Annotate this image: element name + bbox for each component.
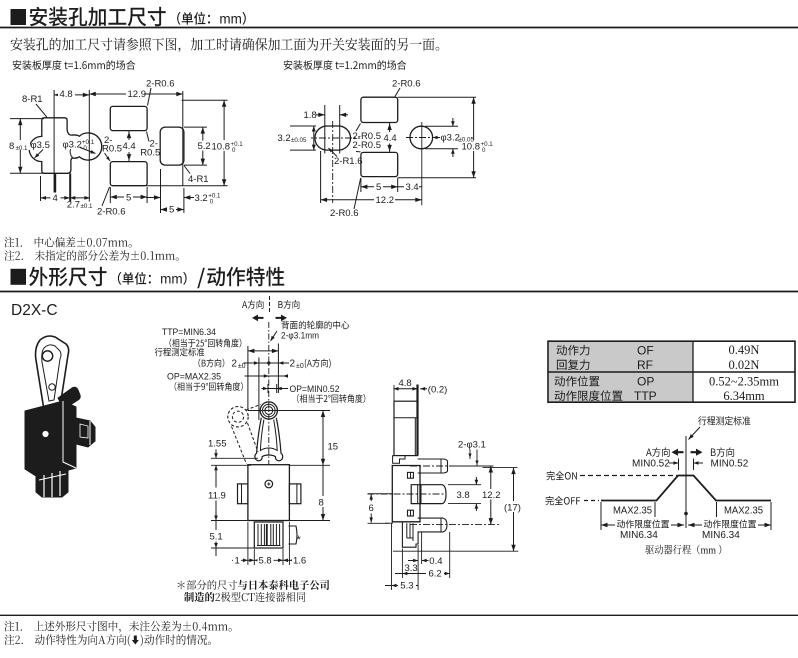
svg-text:1.6: 1.6 [293, 556, 306, 567]
svg-text:6: 6 [369, 503, 374, 514]
svg-text:4-R1: 4-R1 [188, 174, 209, 185]
svg-text:2-R0.6: 2-R0.6 [392, 79, 421, 90]
svg-text:3.2: 3.2 [195, 193, 208, 204]
svg-text:15: 15 [328, 442, 339, 453]
svg-text:12.2: 12.2 [482, 490, 501, 501]
svg-text:MIN6.34: MIN6.34 [702, 530, 740, 541]
svg-text:2-R1.6: 2-R1.6 [334, 156, 363, 167]
svg-text:±0.1: ±0.1 [81, 203, 94, 210]
svg-text:0.49N: 0.49N [729, 343, 760, 357]
svg-text:10.8: 10.8 [212, 142, 231, 153]
svg-text:4.8: 4.8 [399, 378, 412, 389]
svg-text:5: 5 [169, 205, 174, 216]
svg-text:±0.1: ±0.1 [16, 145, 29, 152]
svg-text:TTP=MIN6.34: TTP=MIN6.34 [162, 327, 216, 338]
svg-text:8: 8 [9, 141, 14, 152]
svg-text:1: 1 [235, 556, 240, 567]
svg-text:2-R0.6: 2-R0.6 [330, 208, 359, 219]
svg-text:6.34mm: 6.34mm [723, 389, 765, 403]
svg-text:±0: ±0 [238, 363, 246, 370]
svg-text:1.8: 1.8 [304, 110, 317, 121]
svg-text:0: 0 [210, 199, 214, 206]
svg-text:OF: OF [637, 344, 654, 358]
svg-text:4: 4 [53, 193, 58, 204]
svg-text:0: 0 [482, 147, 486, 154]
svg-text:φ3.5: φ3.5 [31, 140, 50, 151]
svg-text:RF: RF [637, 358, 653, 372]
svg-text:4.4: 4.4 [384, 133, 397, 144]
svg-text:R0.5: R0.5 [102, 144, 122, 155]
svg-text:2-φ3.1: 2-φ3.1 [458, 440, 486, 451]
svg-text:2-R0.6: 2-R0.6 [97, 207, 126, 218]
svg-text:1.55: 1.55 [208, 439, 227, 450]
svg-text:mm: mm [219, 12, 242, 27]
svg-text:*: * [297, 534, 302, 546]
svg-text:OP=MAX2.35: OP=MAX2.35 [167, 372, 221, 383]
svg-text:TTP: TTP [634, 389, 657, 403]
svg-text:3.4: 3.4 [406, 182, 419, 193]
svg-text:φ3.2: φ3.2 [63, 140, 82, 151]
svg-text:OP: OP [637, 375, 654, 389]
svg-text:0.52~2.35mm: 0.52~2.35mm [709, 375, 779, 389]
svg-text:MIN0.52: MIN0.52 [711, 459, 749, 470]
svg-text:mm: mm [700, 546, 716, 557]
svg-text:MAX2.35: MAX2.35 [613, 506, 652, 517]
svg-text:(17): (17) [504, 503, 521, 514]
svg-text:5.1: 5.1 [210, 532, 223, 543]
svg-text:5.2: 5.2 [198, 141, 211, 152]
svg-text:12.9: 12.9 [128, 89, 147, 100]
svg-text:4.4: 4.4 [123, 141, 136, 152]
svg-text:3.2: 3.2 [278, 133, 291, 144]
svg-text:8: 8 [319, 498, 324, 509]
svg-text:2.7: 2.7 [67, 199, 80, 210]
svg-text:6.2: 6.2 [429, 569, 442, 580]
svg-text:mm: mm [160, 272, 183, 287]
svg-text:0: 0 [232, 147, 236, 154]
svg-text:12.2: 12.2 [376, 195, 395, 206]
svg-text:±0.05: ±0.05 [459, 137, 475, 144]
svg-text:±0: ±0 [296, 363, 304, 370]
svg-text:MIN6.34: MIN6.34 [620, 530, 658, 541]
svg-text:5: 5 [126, 193, 131, 204]
svg-text:2: 2 [231, 359, 237, 370]
svg-text:±0.05: ±0.05 [291, 137, 307, 144]
svg-text:R0.5: R0.5 [140, 148, 160, 159]
svg-text:0.4: 0.4 [429, 556, 442, 567]
svg-text:(0.2): (0.2) [428, 384, 448, 395]
svg-text:MIN0.52: MIN0.52 [632, 459, 670, 470]
svg-text:φ3.2: φ3.2 [441, 133, 460, 144]
svg-text:0: 0 [83, 145, 87, 152]
svg-text:11.9: 11.9 [208, 491, 226, 502]
svg-text:8-R1: 8-R1 [22, 94, 43, 105]
svg-text:2-R0.6: 2-R0.6 [146, 79, 175, 90]
svg-text:5: 5 [376, 182, 381, 193]
svg-text:5.3: 5.3 [400, 580, 413, 591]
svg-text:4.8: 4.8 [60, 89, 73, 100]
svg-text:OP=MIN0.52: OP=MIN0.52 [290, 384, 340, 395]
svg-text:2: 2 [290, 359, 296, 370]
svg-text:MAX2.35: MAX2.35 [724, 506, 763, 517]
svg-text:D2X-C: D2X-C [11, 302, 58, 319]
svg-text:2-R0.5: 2-R0.5 [353, 140, 382, 151]
svg-text:5.8: 5.8 [259, 556, 272, 567]
svg-text:0.02N: 0.02N [729, 358, 760, 372]
svg-text:2-φ3.1mm: 2-φ3.1mm [281, 331, 319, 342]
svg-text:3.8: 3.8 [457, 490, 470, 501]
